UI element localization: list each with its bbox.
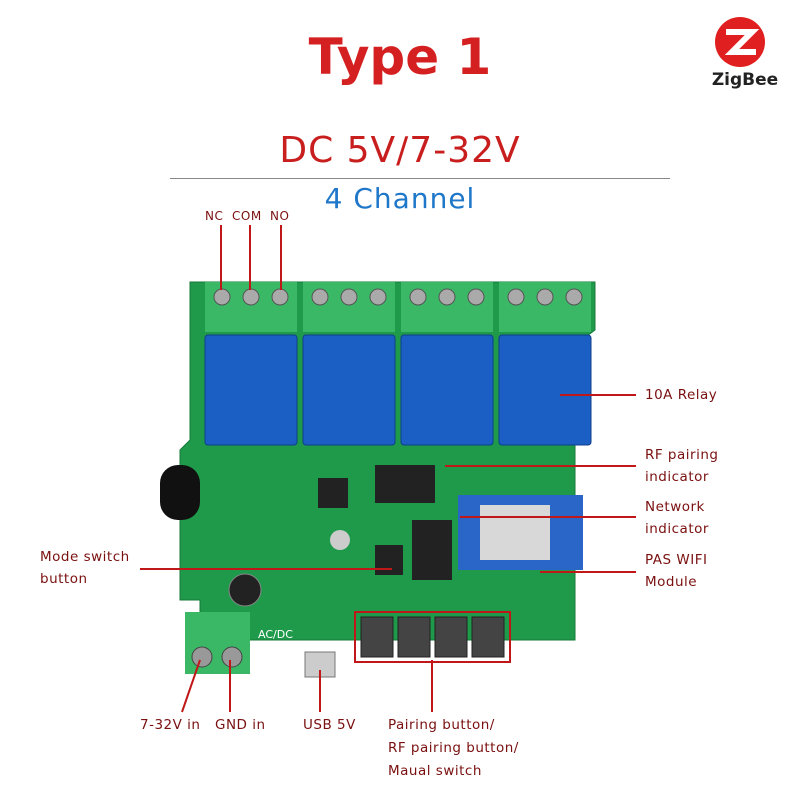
relays [204,334,592,446]
terminal-label-nc: NC [205,209,224,223]
callout-lines [140,225,636,713]
board-power-range: 7-32V [258,644,291,657]
relay-terminals [205,282,591,332]
power-terminal [185,612,250,674]
divider [170,178,670,179]
antenna [160,465,200,520]
board-power-label: AC/DC [258,628,293,641]
zigbee-logo-text: ZigBee [711,70,779,90]
callout-usb: USB 5V [303,717,356,733]
callout-power-in: 7-32V in [140,717,201,733]
page-title: Type 1 [308,28,492,86]
voltage-title: DC 5V/7-32V [279,130,521,171]
callout-relay: 10A Relay [645,387,718,403]
callout-gnd-in: GND in [215,717,266,733]
zigbee-logo-icon [715,17,765,67]
callout-buttons: Pairing button/RF pairing button/Maual s… [388,717,519,779]
terminal-label-com: COM [232,209,262,223]
channel-count: 4 Channel [324,182,476,215]
terminal-label-no: NO [270,209,290,223]
